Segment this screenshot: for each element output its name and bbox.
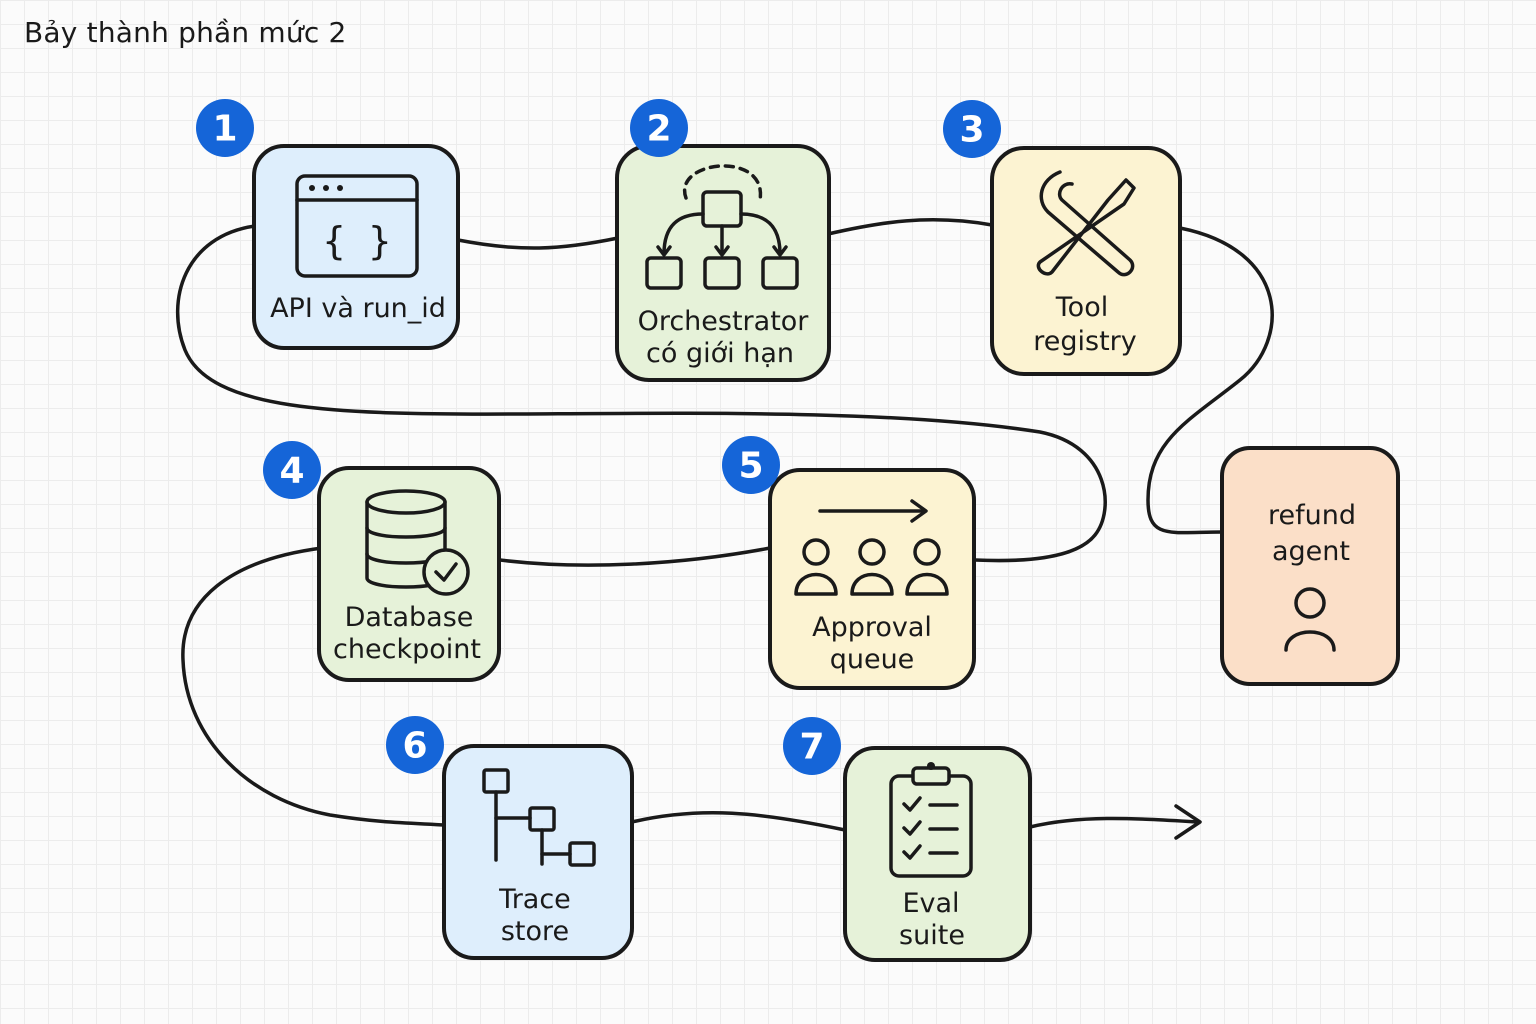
step-4-number: 4 [279,451,304,492]
step-1-number: 1 [212,109,237,150]
step-1-node: { } API và run_id [252,144,460,350]
connector-3-refund [1146,226,1274,535]
refund-agent-node: refund agent [1220,446,1400,686]
step-3-node: Tool registry [990,146,1182,376]
step-3-label-line-1: Tool [1055,292,1108,323]
step-2-label-line-1: Orchestrator [638,306,810,337]
step-4-node: Database checkpoint [317,466,501,682]
step-5-box [768,468,976,690]
step-5-node: Approval queue [768,468,976,690]
step-2-number: 2 [646,109,671,150]
refund-agent-label-line-1: refund [1268,500,1356,531]
step-badges: 1 2 3 4 5 6 7 [196,99,1001,775]
step-3-box [990,146,1182,376]
tools-icon [1036,170,1136,277]
step-3-number: 3 [959,110,984,151]
refund-agent-box [1220,446,1400,686]
arrowhead-icon [1174,804,1202,840]
step-5-badge: 5 [722,436,780,494]
step-4-box [317,466,501,682]
connector-1-2 [456,236,620,250]
step-2-badge: 2 [630,99,688,157]
connector-4-5 [498,546,772,567]
step-1-box [252,144,460,350]
step-6-node: Trace store [442,744,634,960]
step-5-label-line-2: queue [830,644,915,675]
connector-1-5-loop [176,224,1107,563]
code-window-icon: { } [295,174,419,278]
step-4-label-line-1: Database [345,602,474,633]
connector-2-3 [826,218,994,236]
step-6-badge: 6 [386,716,444,774]
connectors [176,218,1274,840]
step-2-box [615,144,831,382]
step-6-box [442,744,634,960]
database-check-icon [365,489,470,596]
step-7-label-line-2: suite [899,920,965,951]
step-2-node: Orchestrator có giới hạn [615,144,831,382]
connector-4-6 [181,546,447,827]
step-7-badge: 7 [783,717,841,775]
step-6-number: 6 [402,726,427,767]
step-6-label-line-2: store [501,916,569,947]
connector-7-end [1028,816,1200,829]
person-icon [1284,587,1336,652]
step-7-number: 7 [799,727,824,768]
page-title: Bảy thành phần mức 2 [24,16,347,49]
step-5-number: 5 [738,446,763,487]
step-7-label-line-1: Eval [902,888,959,919]
people-queue-icon [794,499,949,596]
step-1-badge: 1 [196,99,254,157]
refund-agent-label-line-2: agent [1272,536,1350,567]
step-1-label-line-1: API và run_id [270,293,446,324]
step-2-label-line-2: có giới hạn [646,338,794,369]
step-7-node: Eval suite [843,746,1032,962]
step-6-label-line-1: Trace [498,884,571,915]
hierarchy-icon [645,164,799,290]
trace-tree-icon [482,768,596,867]
step-5-label-line-1: Approval [812,612,932,643]
connector-6-7 [630,810,847,832]
checklist-icon [889,762,973,878]
step-3-label-line-2: registry [1033,326,1137,357]
step-3-badge: 3 [943,100,1001,158]
step-4-label-line-2: checkpoint [333,634,481,665]
step-4-badge: 4 [263,441,321,499]
svg-text:{ }: { } [323,219,392,263]
